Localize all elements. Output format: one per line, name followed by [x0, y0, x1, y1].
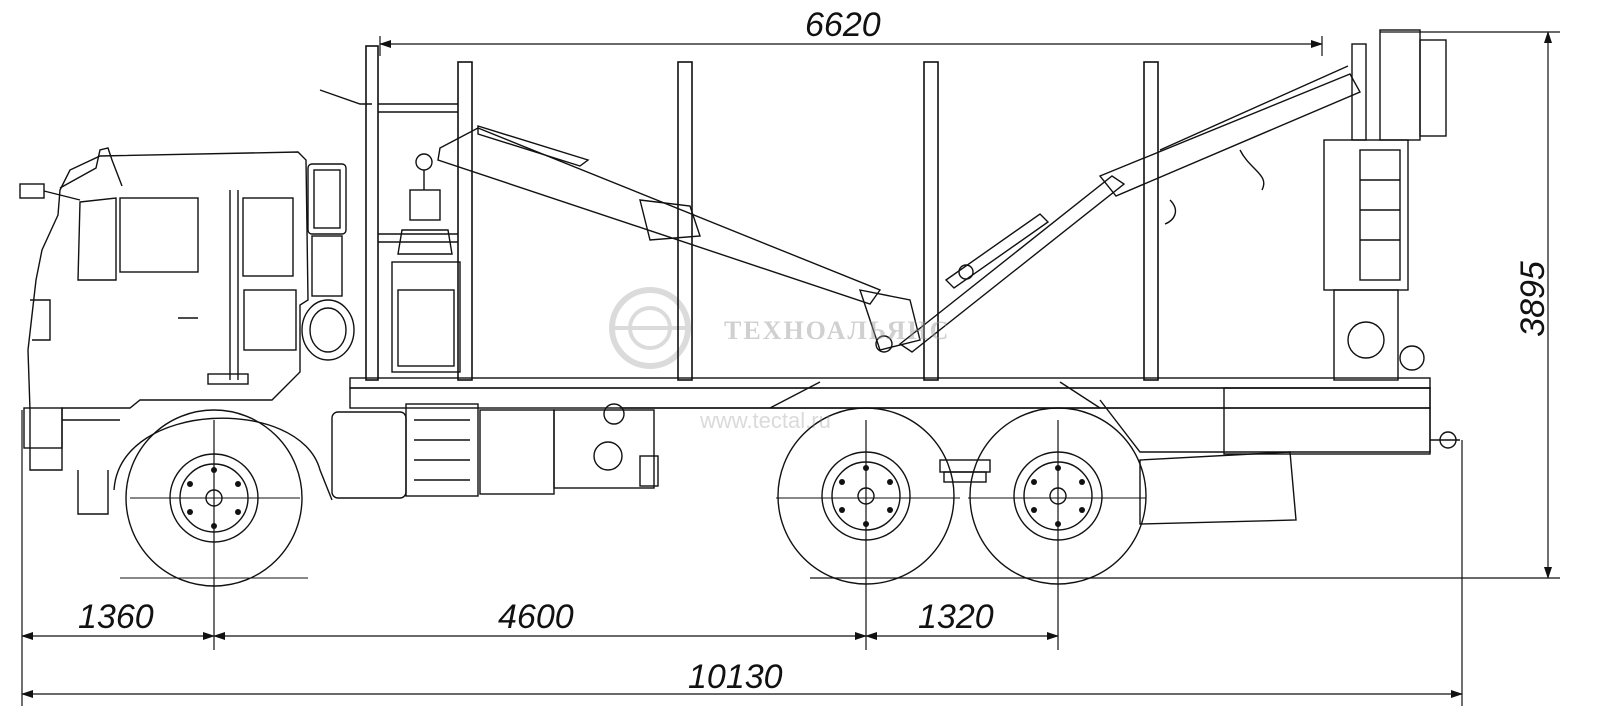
front-wheel	[125, 409, 303, 587]
grapple	[391, 153, 461, 373]
ground-lines	[120, 497, 1146, 579]
dim-overall-height: 3895	[1514, 261, 1552, 337]
crane-column	[1323, 29, 1447, 381]
dim-wheelbase: 4600	[498, 598, 574, 636]
watermark-brand: ТЕХНОАЛЬЯНС	[724, 316, 951, 345]
dim-overall-length: 10130	[688, 658, 783, 696]
dim-rear-axle-spacing: 1320	[918, 598, 994, 636]
chassis-equipment	[331, 403, 1297, 525]
dim-top-length: 6620	[805, 6, 881, 44]
wheels	[113, 407, 1147, 587]
cab-equipment	[301, 89, 372, 361]
stanchions	[365, 45, 1159, 381]
watermark-url: www.tectal.ru	[700, 408, 831, 433]
chassis-frame	[349, 377, 1460, 455]
rear-wheel-2	[969, 407, 1147, 585]
dim-front-overhang: 1360	[78, 598, 154, 636]
watermark-logo	[609, 287, 691, 369]
wheel-bolts	[187, 465, 1085, 529]
dimension-lines	[21, 31, 1560, 706]
cab	[19, 147, 309, 515]
crane-boom	[437, 65, 1361, 353]
rear-wheel-1	[777, 407, 955, 585]
